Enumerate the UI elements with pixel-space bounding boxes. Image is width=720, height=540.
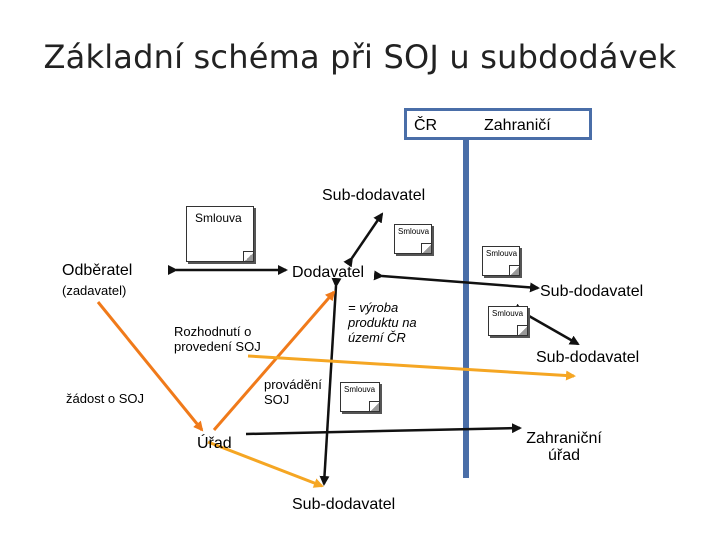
contract-label: Smlouva <box>398 227 430 236</box>
request-note: žádost o SOJ <box>66 391 145 406</box>
page-title: Základní schéma při SOJ u subdodávek <box>43 38 677 76</box>
region-abroad-label: Zahraničí <box>484 117 551 134</box>
region-cr-label: ČR <box>414 117 438 134</box>
contract-label: Smlouva <box>344 385 376 394</box>
contract-document-bottom: Smlouva <box>340 382 380 412</box>
contract-document-lower-right: Smlouva <box>488 306 528 336</box>
request-arrow <box>96 301 204 432</box>
subcontractor-chain-arrow <box>512 303 580 346</box>
contract-document-top: Smlouva <box>394 224 432 254</box>
execution-foreign-arrow <box>247 354 576 381</box>
customer-label: Odběratel <box>62 262 133 279</box>
customer-note-label: (zadavatel) <box>62 283 127 298</box>
supplier-subcontractor-right-arrow <box>373 270 540 293</box>
execution-arrow <box>207 440 324 488</box>
contract-label: Smlouva <box>492 309 524 318</box>
subcontractor-lower-right-label: Sub-dodavatel <box>536 349 640 366</box>
subcontractor-top-label: Sub-dodavatel <box>322 187 426 204</box>
region-box <box>404 108 592 140</box>
supplier-label: Dodavatel <box>292 264 365 281</box>
supplier-subcontractor-bottom-arrow <box>319 277 342 486</box>
production-note: = výroba produktu na území ČR <box>348 300 417 345</box>
contract-document-large: Smlouva <box>186 206 254 262</box>
office-foreign-office-arrow <box>245 423 522 436</box>
contract-label: Smlouva <box>195 211 242 225</box>
decision-note: Rozhodnutí o provedení SOJ <box>174 324 261 354</box>
subcontractor-right-label: Sub-dodavatel <box>540 283 644 300</box>
supplier-subcontractor-top-arrow <box>343 212 384 268</box>
contract-document-right: Smlouva <box>482 246 520 276</box>
office-label: Úřad <box>197 435 232 452</box>
execution-note: provádění SOJ <box>264 377 322 407</box>
subcontractor-bottom-label: Sub-dodavatel <box>292 496 396 513</box>
decision-arrow <box>212 290 336 431</box>
contract-label: Smlouva <box>486 249 518 258</box>
foreign-office-label: Zahraniční úřad <box>526 430 602 464</box>
